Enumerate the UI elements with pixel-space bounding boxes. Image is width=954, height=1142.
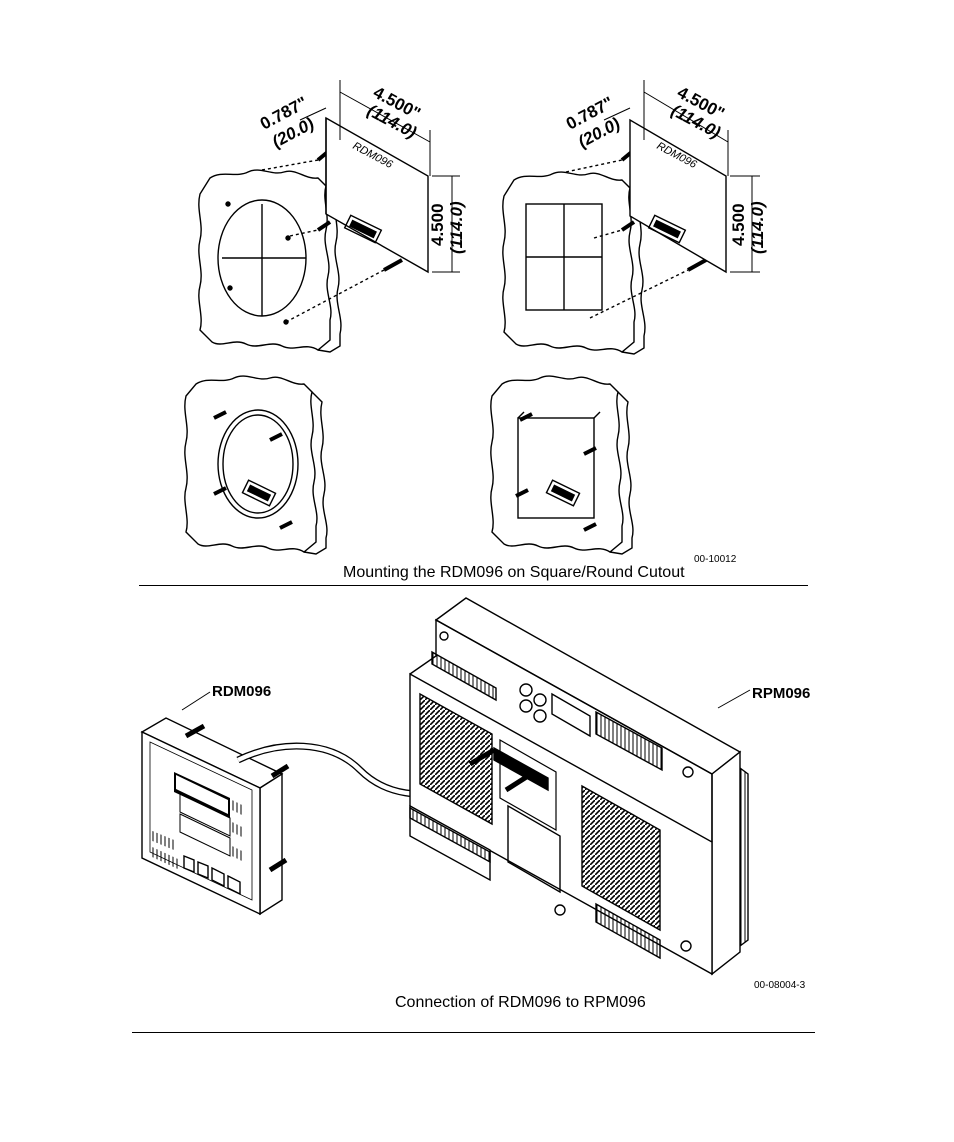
divider-1 <box>139 585 808 586</box>
label-rpm096: RPM096 <box>752 685 810 702</box>
height-inch-label-1: 4.500 <box>428 203 447 246</box>
rpm096-base-unit <box>409 597 751 976</box>
square-cutout-exploded-view <box>502 80 760 355</box>
label-rdm096: RDM096 <box>212 683 271 700</box>
round-cutout-mounted-view <box>184 375 328 555</box>
height-mm-label-2: (114.0) <box>748 201 767 254</box>
height-mm-label-1: (114.0) <box>447 201 466 254</box>
figure-caption-mounting: Mounting the RDM096 on Square/Round Cuto… <box>343 564 685 581</box>
figure-caption-connection: Connection of RDM096 to RPM096 <box>395 994 646 1011</box>
rdm096-display-module <box>140 691 290 916</box>
height-inch-label-2: 4.500 <box>729 203 748 246</box>
round-cutout-exploded-view <box>198 80 460 353</box>
divider-2 <box>132 1032 815 1033</box>
square-cutout-mounted-view <box>490 375 634 555</box>
drawing-number-1: 00-10012 <box>694 554 737 565</box>
drawing-number-2: 00-08004-3 <box>754 980 806 991</box>
